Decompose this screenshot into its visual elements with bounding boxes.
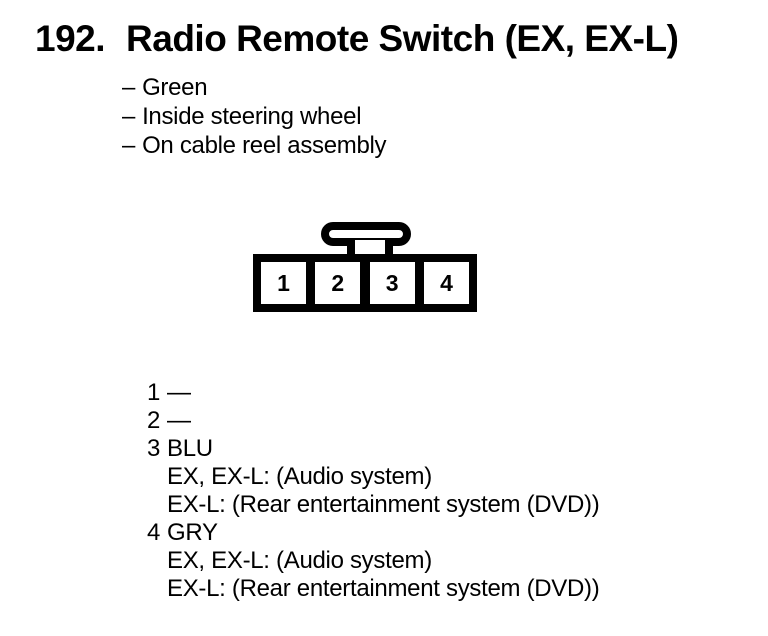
pin-row-2: 2 — (147, 407, 599, 435)
pin-wire-label: — (167, 379, 191, 406)
pin-system-note: EX, EX-L: (Audio system) (167, 463, 432, 490)
pin-description: — (167, 379, 191, 407)
figure-title: Radio Remote Switch (EX, EX-L) (126, 18, 679, 59)
pin-wire-label: BLU (167, 435, 213, 462)
pin-number: 4 (147, 519, 161, 546)
pin-row-1: 1 — (147, 379, 599, 407)
dash-bullet: – (122, 103, 136, 130)
pin-description: — (167, 407, 191, 435)
note-text: Inside steering wheel (142, 103, 362, 130)
dash-bullet: – (122, 132, 136, 159)
page-title: 192. Radio Remote Switch (EX, EX-L) (35, 18, 679, 60)
pin-description: GRY EX, EX-L: (Audio system) EX-L: (Rear… (167, 519, 600, 603)
pin-wire-label: — (167, 407, 191, 434)
pin-wire-label: GRY (167, 519, 218, 546)
pin-system-note: EX-L: (Rear entertainment system (DVD)) (167, 491, 600, 518)
note-mounting: –On cable reel assembly (122, 131, 387, 160)
connector-notes: –Green –Inside steering wheel –On cable … (122, 73, 387, 160)
figure-number: 192. (35, 18, 106, 59)
connector-cavity-1: 1 (261, 262, 306, 304)
connector-cavity-3: 3 (369, 262, 415, 304)
connector-latch-stem-icon (347, 240, 393, 256)
pin-number: 2 (147, 407, 161, 434)
pin-row-4: 4 GRY EX, EX-L: (Audio system) EX-L: (Re… (147, 519, 600, 603)
pin-number: 3 (147, 435, 161, 462)
note-text: Green (142, 74, 208, 101)
connector-diagram: 1 2 3 4 (253, 254, 477, 312)
pin-number: 1 (147, 379, 161, 406)
pinout-list: 1 — 2 — 3 BLU EX, EX-L: (Audio system) E… (147, 379, 600, 603)
note-location: –Inside steering wheel (122, 102, 386, 131)
note-text: On cable reel assembly (142, 132, 387, 159)
connector-cavity-4: 4 (423, 262, 469, 304)
pin-system-note: EX-L: (Rear entertainment system (DVD)) (167, 575, 600, 602)
connector-cavity-2: 2 (315, 262, 361, 304)
pin-description: BLU EX, EX-L: (Audio system) EX-L: (Rear… (167, 435, 600, 519)
note-color: –Green (122, 73, 386, 102)
pin-system-note: EX, EX-L: (Audio system) (167, 547, 432, 574)
dash-bullet: – (122, 74, 136, 101)
pin-row-3: 3 BLU EX, EX-L: (Audio system) EX-L: (Re… (147, 435, 600, 519)
